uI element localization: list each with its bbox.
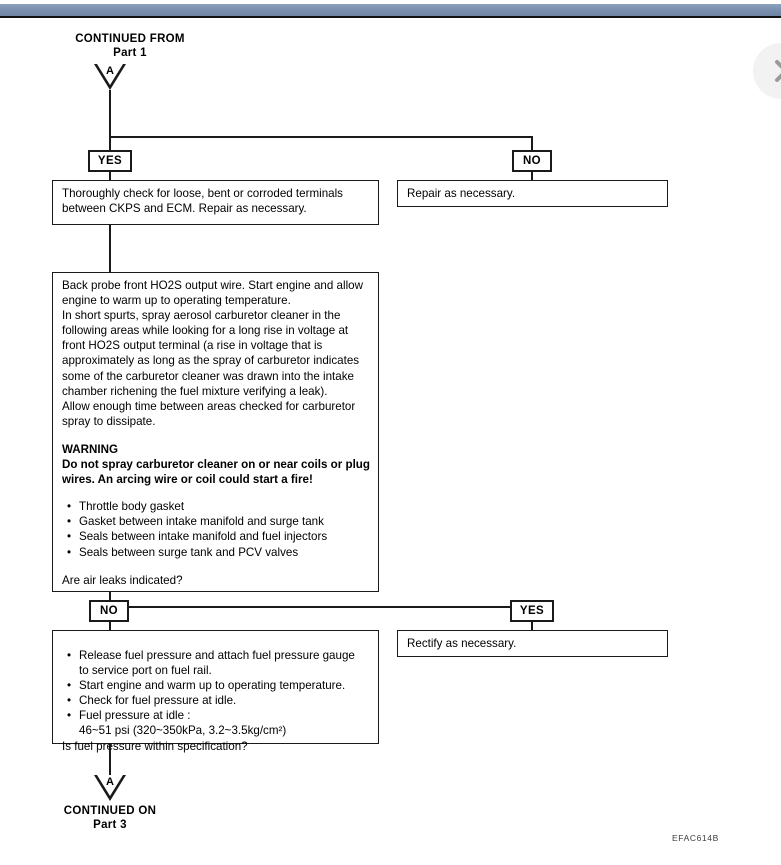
line-no1-to-box — [531, 172, 533, 181]
process-box-fuel-pressure-check: Release fuel pressure and attach fuel pr… — [52, 630, 379, 753]
warning-line-2: wires. An arcing wire or coil could star… — [62, 473, 313, 487]
list-item: Release fuel pressure and attach fuel pr… — [67, 648, 370, 678]
list-item: Fuel pressure at idle : 46~51 psi (320~3… — [67, 708, 370, 738]
fuel-pressure-spec-value: 46~51 psi (320~350kPa, 3.2~3.5kg/cm²) — [79, 724, 287, 738]
decision-label-yes-2: YES — [510, 600, 554, 622]
main-para3-line2: spray to dissipate. — [62, 414, 156, 428]
line-to-main-step — [109, 225, 111, 272]
branch-line-1-left-drop — [109, 136, 111, 150]
branch-line-2 — [109, 606, 533, 608]
list-item: Throttle body gasket — [67, 499, 370, 514]
list-item: Seals between intake manifold and fuel i… — [67, 529, 370, 544]
process-box-rectify-as-necessary: Rectify as necessary. — [397, 630, 668, 657]
process-box-ho2s-carburetor-cleaner-test: Back probe front HO2S output wire. Start… — [52, 272, 379, 592]
process-box-check-terminals: Thoroughly check for loose, bent or corr… — [52, 180, 379, 225]
fuel-pressure-bullet1-cont: to service port on fuel rail. — [79, 664, 212, 678]
main-para2-line3: front HO2S output terminal (a rise in vo… — [62, 339, 323, 353]
list-item: Gasket between intake manifold and surge… — [67, 514, 370, 529]
warning-line-1: Do not spray carburetor cleaner on or ne… — [62, 458, 370, 472]
continued-from-heading: CONTINUED FROM Part 1 — [75, 33, 185, 59]
connector-letter-bottom: A — [106, 776, 114, 788]
fuel-pressure-question: Is fuel pressure within specification? — [62, 739, 248, 753]
figure-reference-code: EFAC614B — [672, 833, 719, 843]
check-terminals-line-1: Thoroughly check for loose, bent or corr… — [62, 187, 343, 200]
main-para1-line2: engine to warm up to operating temperatu… — [62, 294, 291, 308]
line-no2-to-box — [109, 622, 111, 631]
main-para2-line6: chamber richening the fuel mixture verif… — [62, 384, 328, 398]
fuel-pressure-list: Release fuel pressure and attach fuel pr… — [62, 648, 370, 739]
connector-triangle-bottom: A — [94, 775, 126, 801]
air-leak-check-list: Throttle body gasket Gasket between inta… — [62, 499, 370, 559]
main-para2-line5: some of the carburetor cleaner was drawn… — [62, 369, 354, 383]
viewer-top-bar — [0, 4, 781, 18]
air-leaks-question: Are air leaks indicated? — [62, 573, 183, 587]
main-para3-line1: Allow enough time between areas checked … — [62, 399, 356, 413]
list-item: Seals between surge tank and PCV valves — [67, 545, 370, 560]
line-main-step-to-branch2 — [109, 592, 111, 607]
connector-line-top-stem — [109, 90, 111, 137]
process-box-repair-as-necessary: Repair as necessary. — [397, 180, 668, 207]
line-to-connector-bottom — [109, 744, 111, 776]
flowchart-diagram: CONTINUED FROM Part 1 A YES NO Thoroughl… — [0, 18, 781, 865]
connector-letter-top: A — [106, 65, 114, 77]
branch-line-1 — [109, 136, 533, 138]
main-para2-line1: In short spurts, spray aerosol carbureto… — [62, 309, 341, 323]
connector-triangle-top: A — [94, 64, 126, 90]
list-item: Check for fuel pressure at idle. — [67, 693, 370, 708]
decision-label-no-2: NO — [89, 600, 129, 622]
main-para2-line2: following areas while looking for a long… — [62, 324, 349, 338]
decision-label-yes-1: YES — [88, 150, 132, 172]
chevron-right-icon — [768, 58, 781, 84]
line-yes1-to-box — [109, 172, 111, 181]
continued-on-heading: CONTINUED ON Part 3 — [63, 805, 157, 831]
warning-heading: WARNING — [62, 442, 119, 456]
repair-as-necessary-text: Repair as necessary. — [407, 187, 516, 200]
check-terminals-line-2: between CKPS and ECM. Repair as necessar… — [62, 202, 307, 216]
rectify-as-necessary-text: Rectify as necessary. — [407, 637, 517, 650]
main-para2-line4: approximately as long as the spray of ca… — [62, 354, 360, 368]
line-yes2-to-box — [531, 622, 533, 631]
branch-line-1-right-drop — [531, 136, 533, 150]
main-para1-line1: Back probe front HO2S output wire. Start… — [62, 279, 363, 292]
decision-label-no-1: NO — [512, 150, 552, 172]
list-item: Start engine and warm up to operating te… — [67, 678, 370, 693]
